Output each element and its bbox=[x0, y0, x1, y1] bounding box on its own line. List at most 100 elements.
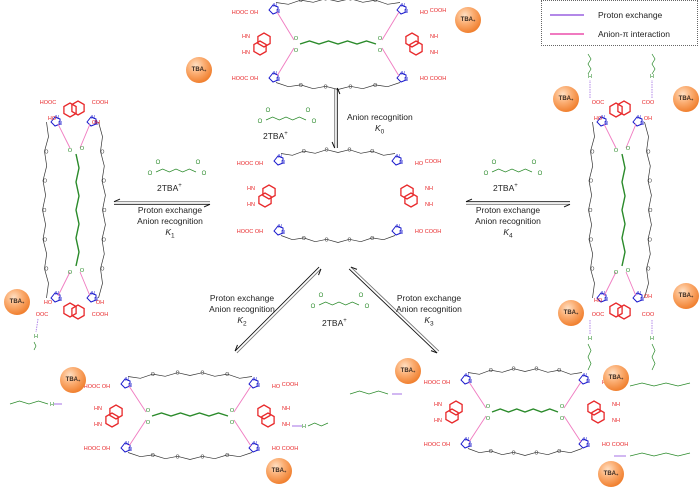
atom-label: O bbox=[557, 449, 561, 455]
atom-label: O bbox=[258, 119, 263, 125]
triazole-unit: NN bbox=[396, 3, 408, 15]
atom-label: O bbox=[102, 237, 106, 243]
atom-label: O bbox=[45, 149, 49, 155]
atom-label: N bbox=[401, 71, 405, 77]
atom-label: O bbox=[294, 48, 299, 54]
atom-label: O bbox=[591, 267, 595, 273]
triazole-ring bbox=[268, 4, 279, 15]
crown-bond bbox=[127, 452, 253, 460]
atom-label: COOH bbox=[282, 382, 299, 388]
k3-line1: Proton exchange bbox=[396, 293, 462, 303]
guest-label-k23: 2TBA+ bbox=[322, 317, 347, 328]
atom-label: HOOC bbox=[232, 10, 249, 16]
chain bbox=[629, 452, 691, 457]
atom-label: N bbox=[128, 383, 132, 389]
arrowhead-icon bbox=[331, 141, 336, 149]
atom-label: O bbox=[266, 108, 271, 114]
atom-label: N bbox=[601, 291, 605, 297]
atom-label: OOC bbox=[36, 312, 49, 318]
atom-label: O bbox=[68, 148, 73, 154]
atom-label: N bbox=[465, 437, 469, 443]
atom-label: N bbox=[396, 154, 400, 160]
k3-line2: Anion recognition bbox=[396, 304, 462, 314]
anion-pi-interaction bbox=[79, 123, 91, 149]
atom-label: O bbox=[43, 237, 47, 243]
reverse-arrow bbox=[350, 266, 440, 352]
atom-label: O bbox=[230, 408, 235, 414]
tba-cation: TBA+ bbox=[455, 7, 481, 33]
atom-label: O bbox=[378, 48, 383, 54]
equilibrium-arrow-k3 bbox=[348, 266, 440, 354]
benzene-ring bbox=[609, 302, 623, 318]
chain bbox=[265, 116, 307, 121]
atom-label: O bbox=[151, 453, 155, 459]
atom-label: H bbox=[34, 334, 38, 340]
arrowhead-icon bbox=[350, 266, 358, 270]
arrowhead-icon bbox=[430, 350, 438, 354]
atom-label: O bbox=[302, 236, 306, 242]
atom-label: O bbox=[626, 268, 631, 274]
atom-label: NH bbox=[282, 422, 290, 428]
atom-label: O bbox=[202, 171, 207, 177]
chain bbox=[318, 301, 360, 306]
atom-label: O bbox=[230, 420, 235, 426]
atom-label: N bbox=[399, 160, 403, 166]
atom-label: O bbox=[103, 208, 107, 214]
forward-arrow bbox=[348, 268, 438, 354]
atom-label: HOOC bbox=[232, 76, 249, 82]
atom-label: N bbox=[601, 115, 605, 121]
atom-label: O bbox=[68, 270, 73, 276]
chain bbox=[587, 53, 592, 75]
atom-label: N bbox=[404, 9, 408, 15]
atom-label: OOC bbox=[592, 312, 605, 318]
atom-label: N bbox=[404, 77, 408, 83]
chain bbox=[491, 408, 559, 413]
reverse-arrow bbox=[236, 268, 322, 354]
crown-bond bbox=[275, 0, 401, 5]
atom-label: O bbox=[492, 160, 497, 166]
atom-label: HN bbox=[94, 422, 102, 428]
tba-cation: TBA+ bbox=[673, 283, 699, 309]
k0-constant: K0 bbox=[375, 123, 385, 136]
triazole-unit: NN bbox=[596, 115, 608, 127]
atom-label: N bbox=[125, 377, 129, 383]
triazole-ring bbox=[50, 116, 61, 127]
k4-constant: K4 bbox=[503, 227, 513, 240]
atom-label: O bbox=[589, 179, 593, 185]
atom-label: O bbox=[200, 454, 204, 460]
tba-cation: TBA+ bbox=[4, 289, 30, 315]
atom-label: OH bbox=[92, 120, 100, 126]
atom-label: N bbox=[55, 291, 59, 297]
triazole-ring bbox=[460, 438, 471, 449]
atom-label: O bbox=[319, 293, 324, 299]
triazole-ring bbox=[268, 72, 279, 83]
k2-constant: K2 bbox=[237, 315, 247, 328]
triazole-ring bbox=[396, 72, 407, 83]
arrowhead-icon bbox=[203, 203, 211, 208]
triazole-ring bbox=[86, 292, 97, 303]
atom-label: N bbox=[586, 443, 590, 449]
atom-label: HN bbox=[247, 186, 255, 192]
atom-label: HN bbox=[94, 406, 102, 412]
atom-label: NH bbox=[282, 406, 290, 412]
atom-label: OH bbox=[644, 294, 652, 300]
atom-label: HOOC bbox=[237, 229, 254, 235]
atom-label: NH bbox=[430, 34, 438, 40]
atom-label: O bbox=[378, 36, 383, 42]
atom-label: OH bbox=[96, 300, 104, 306]
atom-label: HN bbox=[247, 202, 255, 208]
triazole-ring bbox=[632, 116, 643, 127]
atom-label: N bbox=[256, 447, 260, 453]
benzene-ring bbox=[261, 412, 275, 428]
k1-line2: Anion recognition bbox=[137, 216, 203, 226]
complex-k0-top: OOOOOOOONNNNNNNNHOOCOHHNHNHOOCOHHOCOOHNH… bbox=[232, 0, 446, 90]
benzene-ring bbox=[617, 304, 631, 320]
